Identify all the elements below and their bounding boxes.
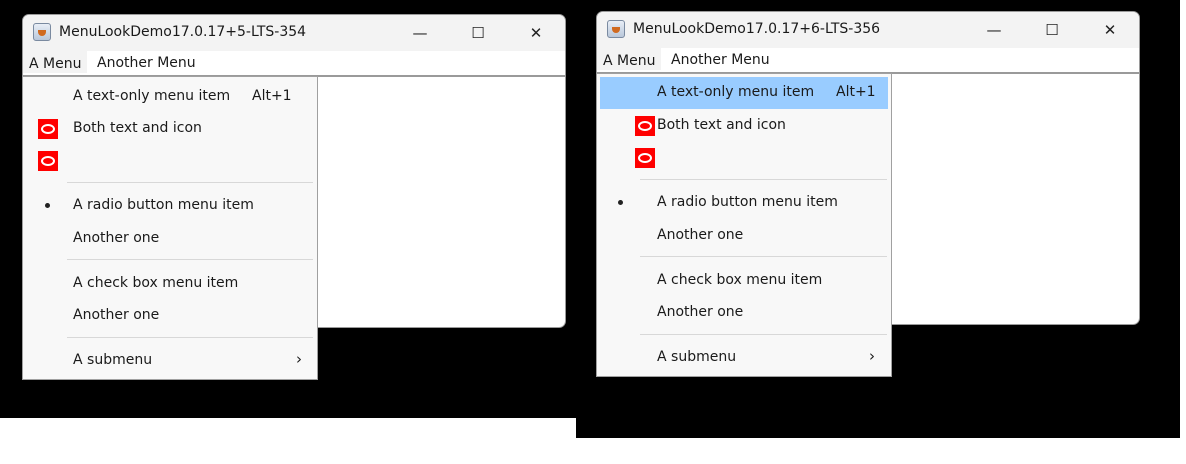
minimize-button[interactable]: —	[986, 21, 1002, 39]
close-button[interactable]: ✕	[1103, 21, 1117, 39]
maximize-button[interactable]: ☐	[1045, 21, 1059, 39]
chevron-right-icon: ›	[869, 347, 875, 365]
red-oval-icon	[635, 148, 655, 168]
menu-item-label: A submenu	[73, 352, 153, 368]
menu-item-label: A submenu	[657, 349, 737, 365]
menu-bar: A Menu Another Menu	[23, 51, 565, 77]
menu-item-label: Another one	[657, 304, 744, 320]
separator	[67, 259, 313, 260]
menu-item-label: A text-only menu item	[73, 88, 231, 104]
menu-item-label: A check box menu item	[657, 272, 823, 288]
menu-item-text-and-icon[interactable]: Both text and icon	[26, 113, 314, 144]
menu-another-menu[interactable]: Another Menu	[97, 55, 196, 71]
menu-item-label: Another one	[73, 230, 160, 246]
separator	[640, 334, 887, 335]
menu-popup-left: A text-only menu item Alt+1 Both text an…	[22, 76, 318, 380]
separator	[67, 182, 313, 183]
menu-item-submenu[interactable]: A submenu ›	[600, 342, 888, 373]
menu-another-menu[interactable]: Another Menu	[671, 52, 770, 68]
close-button[interactable]: ✕	[529, 24, 543, 42]
menu-a-menu[interactable]: A Menu	[23, 51, 88, 73]
title-bar: MenuLookDemo17.0.17+5-LTS-354 — ☐ ✕	[23, 15, 565, 51]
menu-item-radio[interactable]: A radio button menu item	[600, 187, 888, 218]
menu-item-radio[interactable]: A radio button menu item	[26, 190, 314, 221]
window-title: MenuLookDemo17.0.17+5-LTS-354	[59, 24, 307, 40]
accelerator-label: Alt+1	[836, 84, 876, 100]
chevron-right-icon: ›	[296, 350, 302, 368]
menu-item-radio-another[interactable]: Another one	[600, 220, 888, 251]
title-bar: MenuLookDemo17.0.17+6-LTS-356 — ☐ ✕	[597, 12, 1139, 48]
accelerator-label: Alt+1	[252, 88, 292, 104]
menu-bar: A Menu Another Menu	[597, 48, 1139, 74]
menu-item-label: Both text and icon	[73, 120, 202, 136]
menu-item-submenu[interactable]: A submenu ›	[26, 345, 314, 376]
menu-item-label: Both text and icon	[657, 117, 786, 133]
java-app-icon	[607, 20, 625, 38]
minimize-button[interactable]: —	[412, 24, 428, 42]
menu-item-icon-only[interactable]	[26, 145, 314, 176]
menu-a-menu[interactable]: A Menu	[597, 48, 662, 70]
menu-item-label: A radio button menu item	[657, 194, 838, 210]
red-oval-icon	[38, 119, 58, 139]
menu-item-label: Another one	[657, 227, 744, 243]
maximize-button[interactable]: ☐	[471, 24, 485, 42]
menu-item-checkbox[interactable]: A check box menu item	[600, 265, 888, 296]
menu-item-label: A check box menu item	[73, 275, 239, 291]
menu-item-checkbox[interactable]: A check box menu item	[26, 268, 314, 299]
menu-item-icon-only[interactable]	[600, 142, 888, 173]
separator	[640, 179, 887, 180]
red-oval-icon	[635, 116, 655, 136]
menu-item-text-only[interactable]: A text-only menu item Alt+1	[26, 81, 314, 112]
window-title: MenuLookDemo17.0.17+6-LTS-356	[633, 21, 881, 37]
radio-selected-icon	[45, 203, 50, 208]
menu-popup-right: A text-only menu item Alt+1 Both text an…	[596, 73, 892, 377]
java-app-icon	[33, 23, 51, 41]
separator	[67, 337, 313, 338]
menu-item-checkbox-another[interactable]: Another one	[600, 297, 888, 328]
menu-item-text-and-icon[interactable]: Both text and icon	[600, 110, 888, 141]
menu-item-label: A text-only menu item	[657, 84, 815, 100]
menu-item-label: Another one	[73, 307, 160, 323]
menu-item-text-only[interactable]: A text-only menu item Alt+1	[600, 77, 888, 109]
menu-item-label: A radio button menu item	[73, 197, 254, 213]
red-oval-icon	[38, 151, 58, 171]
radio-selected-icon	[618, 200, 623, 205]
menu-item-radio-another[interactable]: Another one	[26, 223, 314, 254]
menu-item-checkbox-another[interactable]: Another one	[26, 300, 314, 331]
separator	[640, 256, 887, 257]
